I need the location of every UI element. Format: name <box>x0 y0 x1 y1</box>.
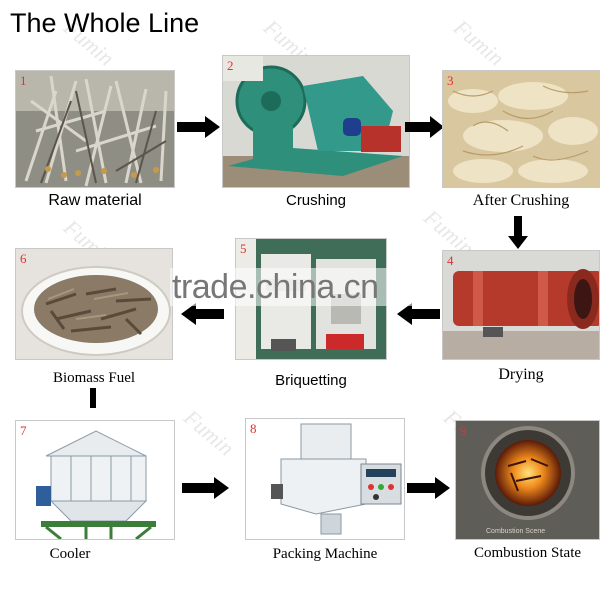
step-1-panel: 1 <box>15 70 175 188</box>
step-number: 6 <box>20 251 27 266</box>
step-number: 1 <box>20 73 27 88</box>
drying-machine-image <box>443 251 599 359</box>
sawdust-image <box>443 71 599 187</box>
step-4-caption: Drying <box>498 366 544 383</box>
watermark: Fumin <box>449 14 510 71</box>
step-9-caption: Combustion State <box>473 545 582 561</box>
step-3-panel: 3 <box>442 70 600 188</box>
connector-line <box>90 388 96 408</box>
arrow-left-icon <box>181 303 224 325</box>
step-2-panel: 2 <box>222 55 410 188</box>
raw-material-image <box>16 71 174 187</box>
overlay-banner <box>170 268 435 306</box>
step-number: 8 <box>250 421 257 436</box>
step-6-panel: 6 <box>15 248 173 360</box>
step-number: 3 <box>447 73 454 88</box>
step-1-caption: Raw material <box>48 192 142 209</box>
overlay-watermark-text: trade.china.cn <box>172 268 379 306</box>
arrow-right-icon <box>177 116 220 138</box>
arrow-left-icon <box>397 303 440 325</box>
step-4-panel: 4 <box>442 250 600 360</box>
biomass-fuel-image <box>16 249 172 359</box>
step-8-caption: Packing Machine <box>272 546 378 562</box>
crushing-machine-image <box>223 56 409 187</box>
combustion-inner-label: Combustion Scene <box>486 528 545 535</box>
step-7-panel: 7 <box>15 420 175 540</box>
arrow-right-icon <box>405 116 444 138</box>
arrow-right-icon <box>182 477 229 499</box>
step-7-caption: Cooler <box>49 546 91 562</box>
step-9-panel: 9 Combustion Scene <box>455 420 600 540</box>
step-number: 9 <box>460 423 467 438</box>
cooler-machine-image <box>16 421 174 539</box>
step-3-caption: After Crushing <box>472 192 570 209</box>
step-number: 7 <box>20 423 27 438</box>
step-number: 5 <box>240 241 247 256</box>
step-5-caption: Briquetting <box>275 372 347 389</box>
watermark: Fumin <box>179 404 240 461</box>
step-2-caption: Crushing <box>285 192 347 209</box>
arrow-down-icon <box>508 216 528 249</box>
step-8-panel: 8 <box>245 418 405 540</box>
combustion-image: Combustion Scene <box>456 421 599 539</box>
step-number: 4 <box>447 253 454 268</box>
packing-machine-image <box>246 419 404 539</box>
step-number: 2 <box>227 58 234 73</box>
arrow-right-icon <box>407 477 450 499</box>
step-6-caption: Biomass Fuel <box>52 370 136 386</box>
page-title: The Whole Line <box>10 8 200 38</box>
